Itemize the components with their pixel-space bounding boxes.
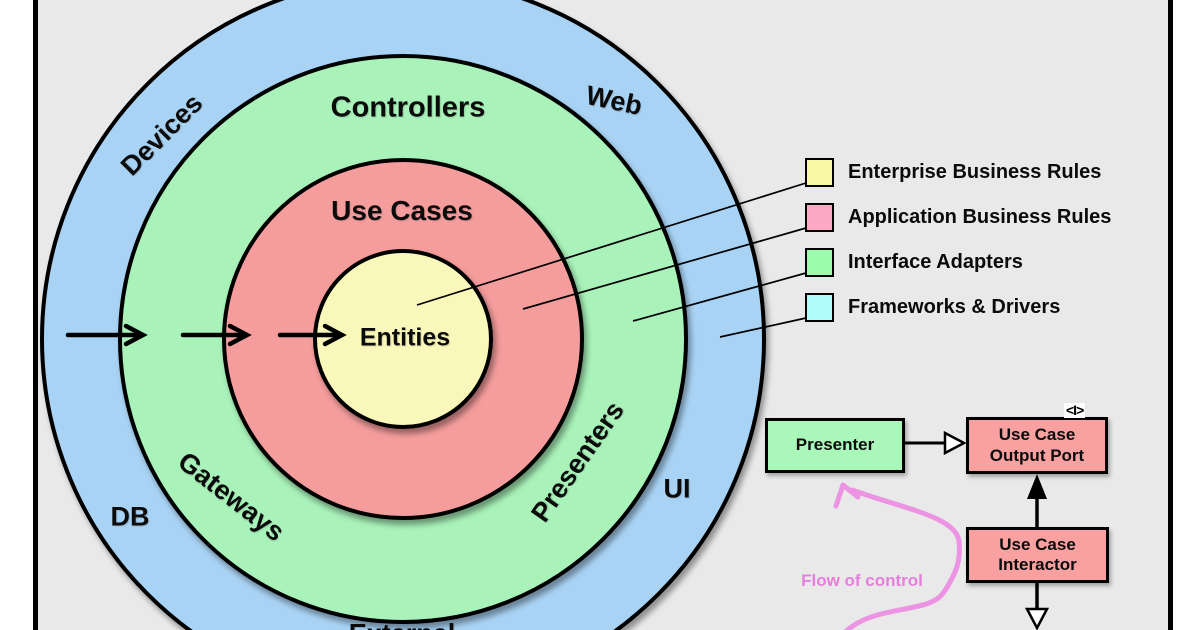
flow-of-control-label: Flow of control — [801, 571, 923, 590]
label-external: External — [349, 619, 456, 630]
presenter-box-label: Presenter — [795, 435, 875, 455]
legend-item-frameworks-drivers: Frameworks & Drivers — [805, 293, 1060, 322]
legend-label: Application Business Rules — [848, 206, 1112, 228]
label-controllers: Controllers — [330, 91, 486, 124]
output-port-label-line1: Use Case — [998, 425, 1076, 445]
label-entities: Entities — [359, 323, 451, 352]
output-port-label-line2: Output Port — [989, 445, 1085, 465]
legend-label: Interface Adapters — [848, 251, 1023, 273]
legend-item-application-business-rules: Application Business Rules — [805, 203, 1111, 232]
use-case-interactor-box: Use Case Interactor — [966, 527, 1109, 583]
interactor-label-line2: Interactor — [998, 555, 1077, 574]
legend-swatch-cyan — [805, 293, 834, 322]
legend-item-interface-adapters: Interface Adapters — [805, 248, 1023, 277]
presenter-box: Presenter — [765, 418, 905, 473]
interface-stereotype-marker: <I> — [1064, 402, 1086, 418]
use-case-output-port-box: Use Case Output Port — [966, 417, 1108, 474]
label-db: DB — [110, 501, 150, 532]
label-use-cases: Use Cases — [331, 195, 473, 226]
legend-swatch-yellow — [805, 158, 834, 187]
legend-swatch-pink — [805, 203, 834, 232]
label-ui: UI — [663, 473, 691, 504]
interactor-label-line1: Use Case — [999, 534, 1076, 554]
legend-label: Enterprise Business Rules — [848, 161, 1102, 183]
legend-swatch-green — [805, 248, 834, 277]
legend-label: Frameworks & Drivers — [848, 296, 1061, 318]
legend-item-enterprise-business-rules: Enterprise Business Rules — [805, 158, 1101, 187]
